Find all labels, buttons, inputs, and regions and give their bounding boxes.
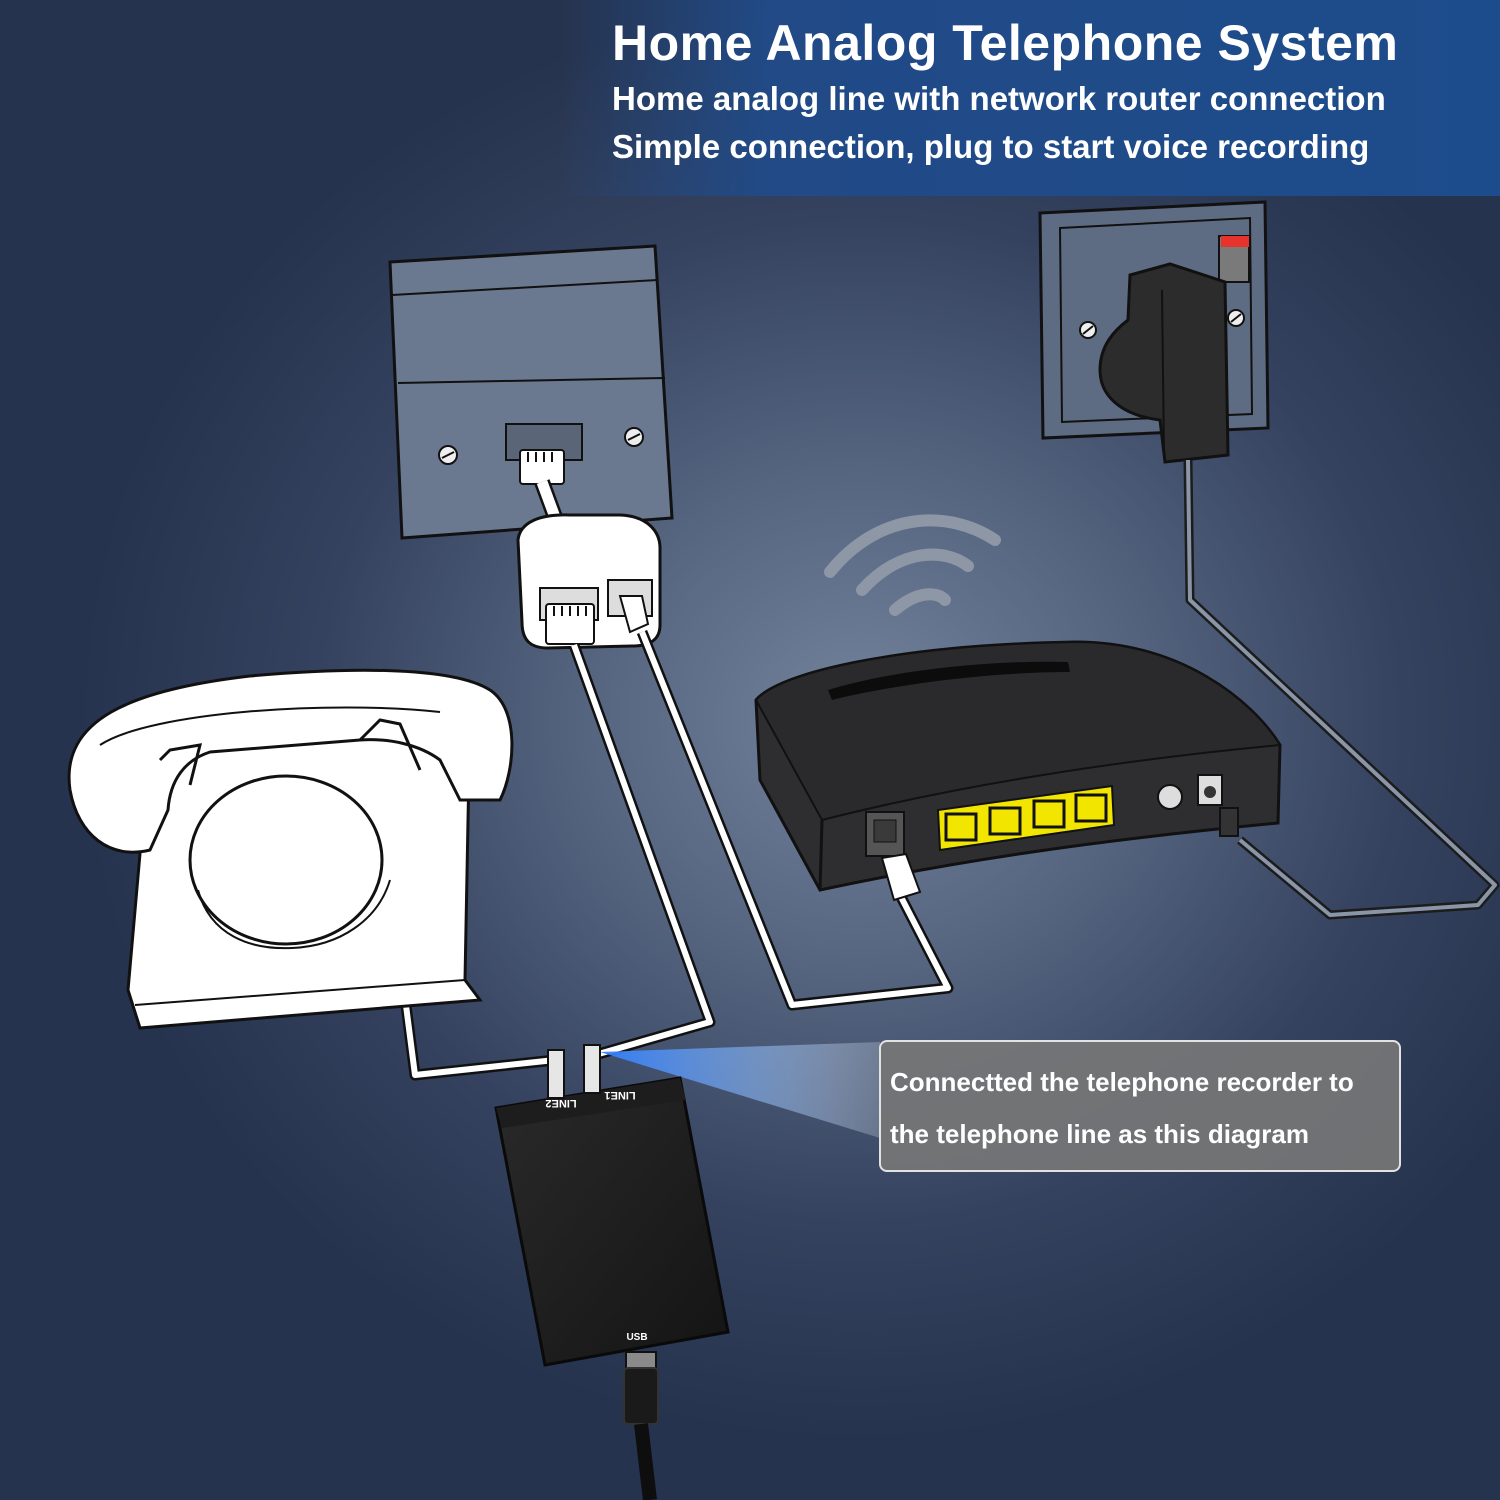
callout-line-1: Connectted the telephone recorder to [890,1067,1354,1097]
wifi-signal-icon [824,514,1001,616]
line1-plug [583,1044,601,1094]
usb-plug [623,1367,659,1425]
phone-wall-socket [388,244,674,540]
page-title: Home Analog Telephone System [612,15,1399,71]
line2-plug [547,1049,565,1099]
title-banner [560,0,1500,196]
instruction-callout: Connectted the telephone recorder to the… [879,1040,1401,1172]
rotary-telephone [67,668,514,1030]
network-router [754,640,1282,902]
port-label-line2: LINE2 [545,1097,576,1109]
router-reset-button [1157,784,1183,810]
subtitle-router-connection: Home analog line with network router con… [612,80,1386,117]
power-switch-indicator [1221,236,1249,247]
subtitle-plug-to-record: Simple connection, plug to start voice r… [612,128,1370,165]
power-adapter [1098,262,1230,464]
router-lan-ports [936,784,1116,852]
port-label-usb: USB [626,1332,647,1343]
callout-pointer [600,1042,880,1138]
port-label-line1: LINE1 [604,1089,635,1101]
telephone-recorder: LINE2 LINE1 USB [494,1044,730,1500]
phone-line-splitter [516,513,662,650]
callout-line-2: the telephone line as this diagram [890,1119,1309,1149]
